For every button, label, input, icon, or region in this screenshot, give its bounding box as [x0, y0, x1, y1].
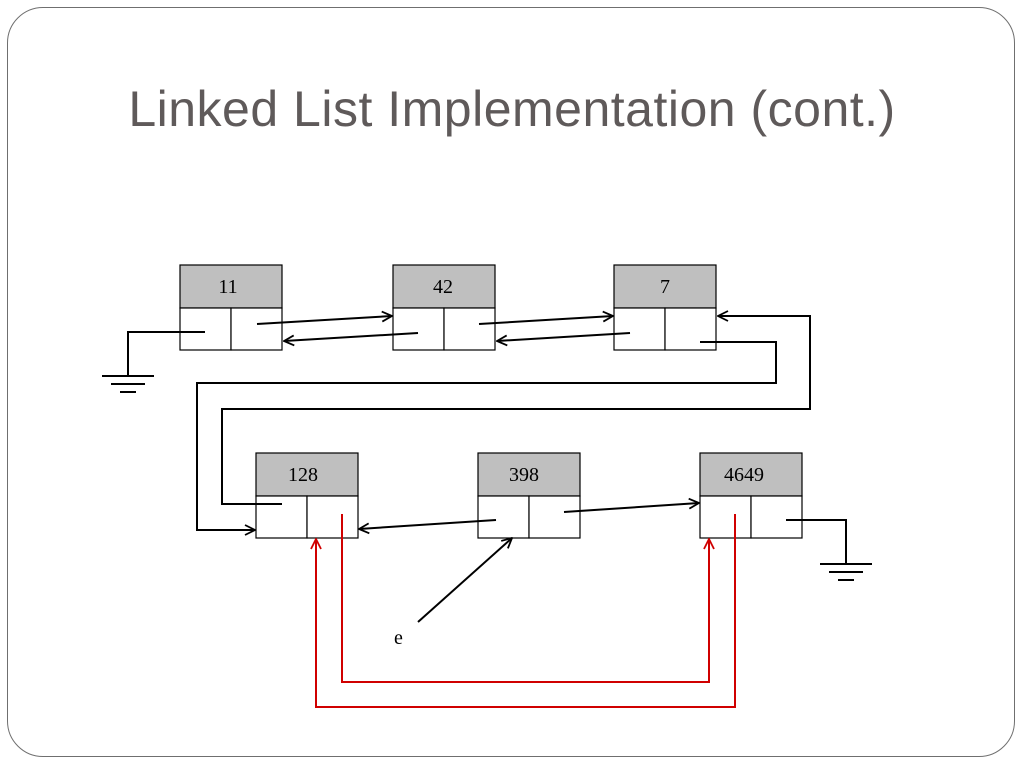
node-7-next-cell	[664, 307, 717, 351]
node-11-next-cell	[230, 307, 283, 351]
node-398-header	[477, 452, 581, 497]
link-11-next-to-42	[256, 316, 392, 325]
node-398-next-cell	[528, 495, 581, 539]
node-128-next-cell	[306, 495, 359, 539]
node-11-prev-cell	[179, 307, 232, 351]
page-title: Linked List Implementation (cont.)	[128, 81, 896, 137]
node-7: 7	[613, 264, 717, 351]
link-7-next-to-128	[196, 341, 777, 530]
node-4649-value: 4649	[724, 464, 764, 486]
link-398-next-to-4649	[563, 503, 699, 513]
bypass-link-4649-prev-to-128	[316, 514, 736, 708]
variable-e-label: e	[394, 627, 403, 649]
bypass-link-128-next-to-4649	[341, 514, 709, 683]
ground-icon	[786, 519, 872, 581]
node-42-prev-cell	[392, 307, 445, 351]
node-7-prev-cell	[613, 307, 666, 351]
node-4649-header	[699, 452, 803, 497]
node-4649-prev-cell	[699, 495, 752, 539]
node-11: 11	[179, 264, 283, 351]
node-4649: 4649	[699, 452, 803, 539]
node-11-value: 11	[218, 276, 237, 298]
link-42-next-to-7	[478, 316, 613, 325]
node-4649-next-cell	[750, 495, 803, 539]
node-128: 128	[255, 452, 359, 539]
link-398-prev-to-128	[359, 519, 497, 529]
link-7-prev-to-42	[497, 332, 631, 341]
node-398-value: 398	[509, 464, 539, 486]
node-42-next-cell	[443, 307, 496, 351]
node-42: 42	[392, 264, 496, 351]
node-128-prev-cell	[255, 495, 308, 539]
node-42-value: 42	[433, 276, 453, 298]
node-11-header	[179, 264, 283, 309]
node-42-header	[392, 264, 496, 309]
ground-icon	[102, 331, 205, 393]
node-7-value: 7	[660, 276, 670, 298]
node-128-value: 128	[288, 464, 318, 486]
node-398-prev-cell	[477, 495, 530, 539]
pointer-e-to-398	[417, 538, 512, 623]
link-42-prev-to-11	[284, 332, 419, 341]
node-398: 398	[477, 452, 581, 539]
link-128-prev-to-7	[221, 316, 811, 505]
